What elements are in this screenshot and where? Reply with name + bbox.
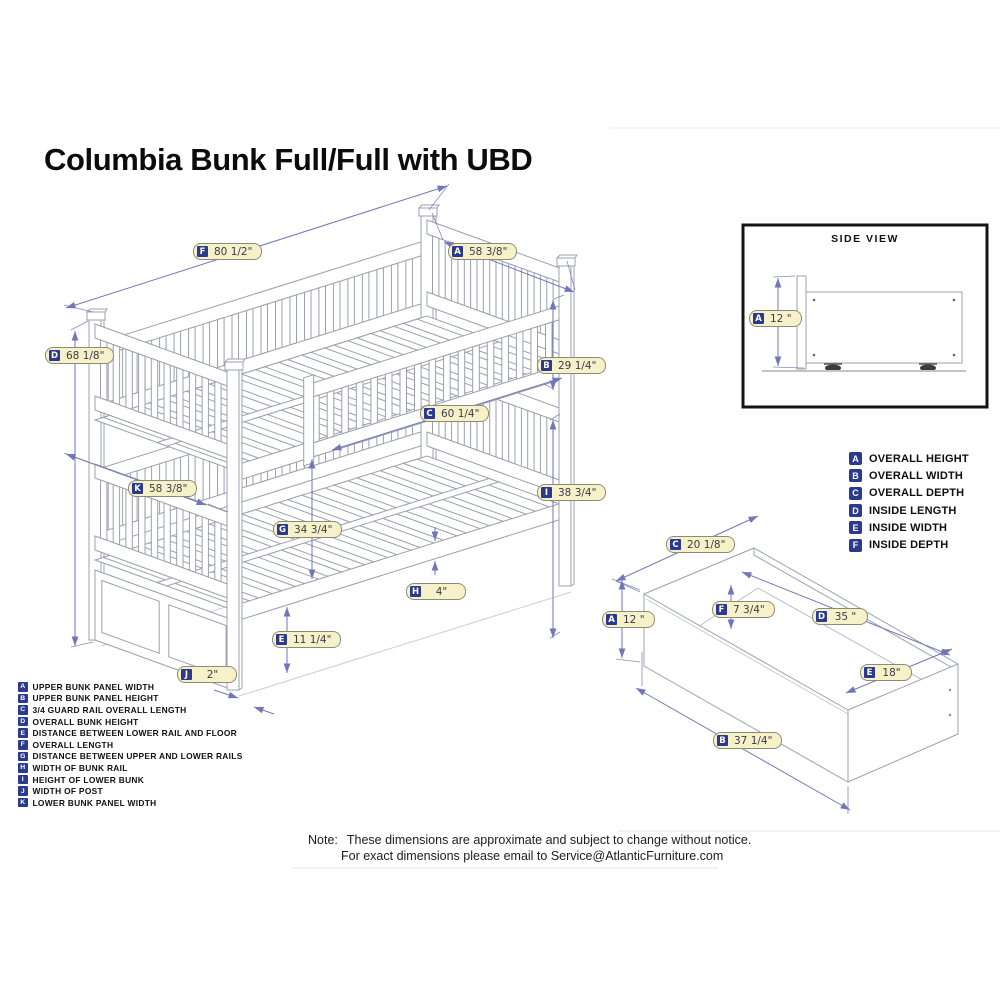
dim-letter-badge: H: [410, 586, 421, 597]
dim-letter-badge: A: [606, 614, 617, 625]
dim-label-upper-panel-height: B 29 1/4": [537, 357, 607, 374]
dim-letter-badge: C: [670, 539, 681, 550]
dim-label-lower-bunk-height: I 38 3/4": [537, 484, 607, 501]
dim-label-lower-panel-width: K 58 3/8": [128, 480, 198, 497]
drawer-dim-label-overall-depth: C 20 1/8": [666, 536, 736, 553]
note-line-1: Note:These dimensions are approximate an…: [308, 833, 752, 847]
dim-label-upper-panel-width: A 58 3/8": [448, 243, 518, 260]
drawer-dim-label-overall-height: A 12 ": [602, 611, 655, 628]
dim-letter-badge: E: [864, 667, 875, 678]
disclaimer-note: Note:These dimensions are approximate an…: [308, 833, 751, 864]
dim-label-rail-to-floor: E 11 1/4": [272, 631, 342, 648]
dim-letter-badge: B: [541, 360, 552, 371]
dim-letter-badge: E: [276, 634, 287, 645]
drawer-dim-label-inside-width: E 18": [860, 664, 912, 681]
dim-letter-badge: C: [424, 408, 435, 419]
dim-letter-badge: F: [197, 246, 208, 257]
drawer-dim-label-overall-width: B 37 1/4": [713, 732, 783, 749]
drawer-dim-label-inside-depth: F 7 3/4": [712, 601, 775, 618]
dim-letter-badge: F: [716, 604, 727, 615]
dim-letter-badge: B: [717, 735, 728, 746]
dim-letter-badge: G: [277, 524, 288, 535]
dim-letter-badge: A: [452, 246, 463, 257]
dim-label-rail-distance: G 34 3/4": [273, 521, 343, 538]
dim-letter-badge: I: [541, 487, 552, 498]
dim-letter-badge: K: [132, 483, 143, 494]
dim-letter-badge: J: [181, 669, 192, 680]
dim-label-post-width: J 2": [177, 666, 237, 683]
side-view-dim-label-height: A 12 ": [749, 310, 802, 327]
drawer-dim-label-inside-length: D 35 ": [812, 608, 868, 625]
page-title: Columbia Bunk Full/Full with UBD: [44, 142, 533, 177]
note-line-2: For exact dimensions please email to Ser…: [341, 848, 724, 863]
dim-label-overall-bunk-height: D 68 1/8": [45, 347, 115, 364]
dim-letter-badge: D: [816, 611, 827, 622]
dim-letter-badge: A: [753, 313, 764, 324]
dim-letter-badge: D: [49, 350, 60, 361]
dim-label-bunk-rail-width: H 4": [406, 583, 466, 600]
side-view-title: SIDE VIEW: [831, 233, 899, 245]
dim-label-overall-length: F 80 1/2": [193, 243, 263, 260]
dim-label-guard-rail-length: C 60 1/4": [420, 405, 490, 422]
